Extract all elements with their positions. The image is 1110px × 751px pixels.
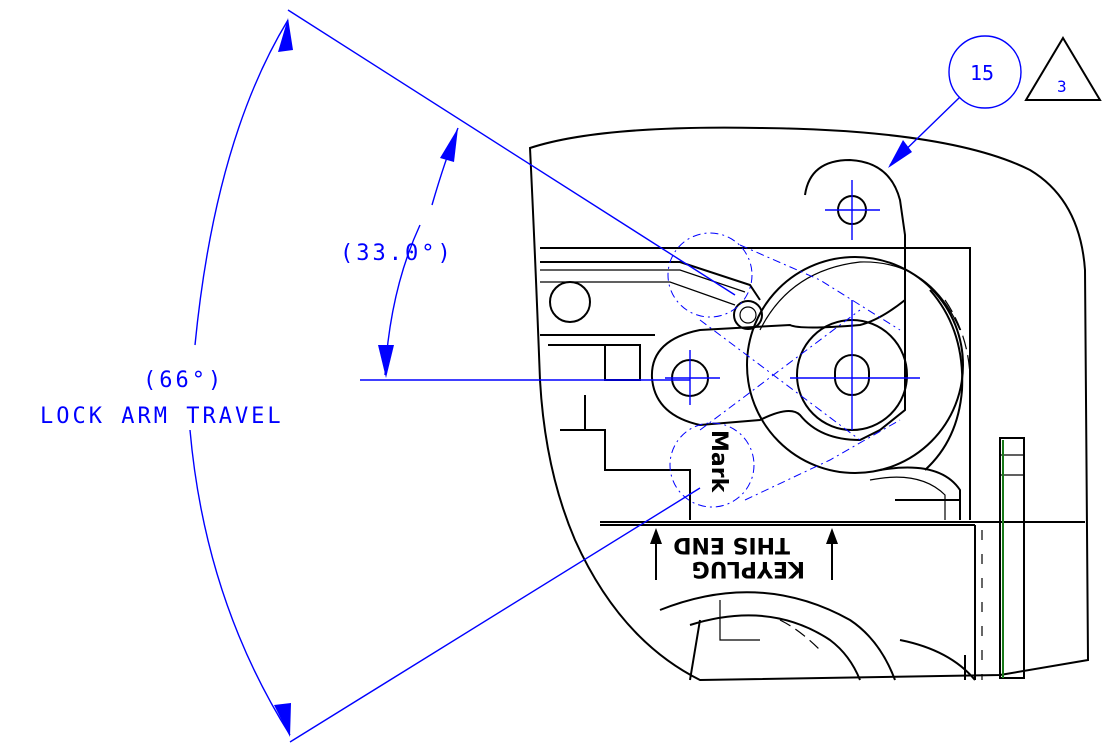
arrowhead-icon <box>278 18 293 52</box>
half-angle-dimension: (33.0°) <box>340 241 454 266</box>
internal-mechanism <box>540 247 1085 681</box>
cam-rotor <box>746 256 971 474</box>
revision-flag: 3 <box>1057 77 1067 96</box>
full-angle-dimension: (66°) <box>143 368 224 393</box>
mark-stamp: Mark <box>706 430 731 494</box>
angle-dimension <box>189 9 736 743</box>
mark-text: Mark <box>706 430 731 494</box>
lock-arm-travel-label: LOCK ARM TRAVEL <box>40 404 284 429</box>
leader-arrowhead-icon <box>888 140 912 168</box>
arrowhead-icon <box>274 703 291 737</box>
centerlines <box>665 180 920 430</box>
keyplug-arrows <box>650 528 838 580</box>
item-number: 15 <box>970 61 994 85</box>
arrowhead-icon <box>440 128 458 162</box>
keyplug-marking: KEYPLUG THIS END <box>673 532 805 581</box>
this-end-text: THIS END <box>673 532 790 557</box>
arrowhead-icon <box>378 345 394 378</box>
lock-arm-phantom <box>667 232 901 508</box>
housing-outline <box>528 126 1090 682</box>
revision-triangle-icon <box>1024 36 1102 101</box>
item-balloon <box>888 35 1022 168</box>
keyplug-text: KEYPLUG <box>692 556 805 581</box>
